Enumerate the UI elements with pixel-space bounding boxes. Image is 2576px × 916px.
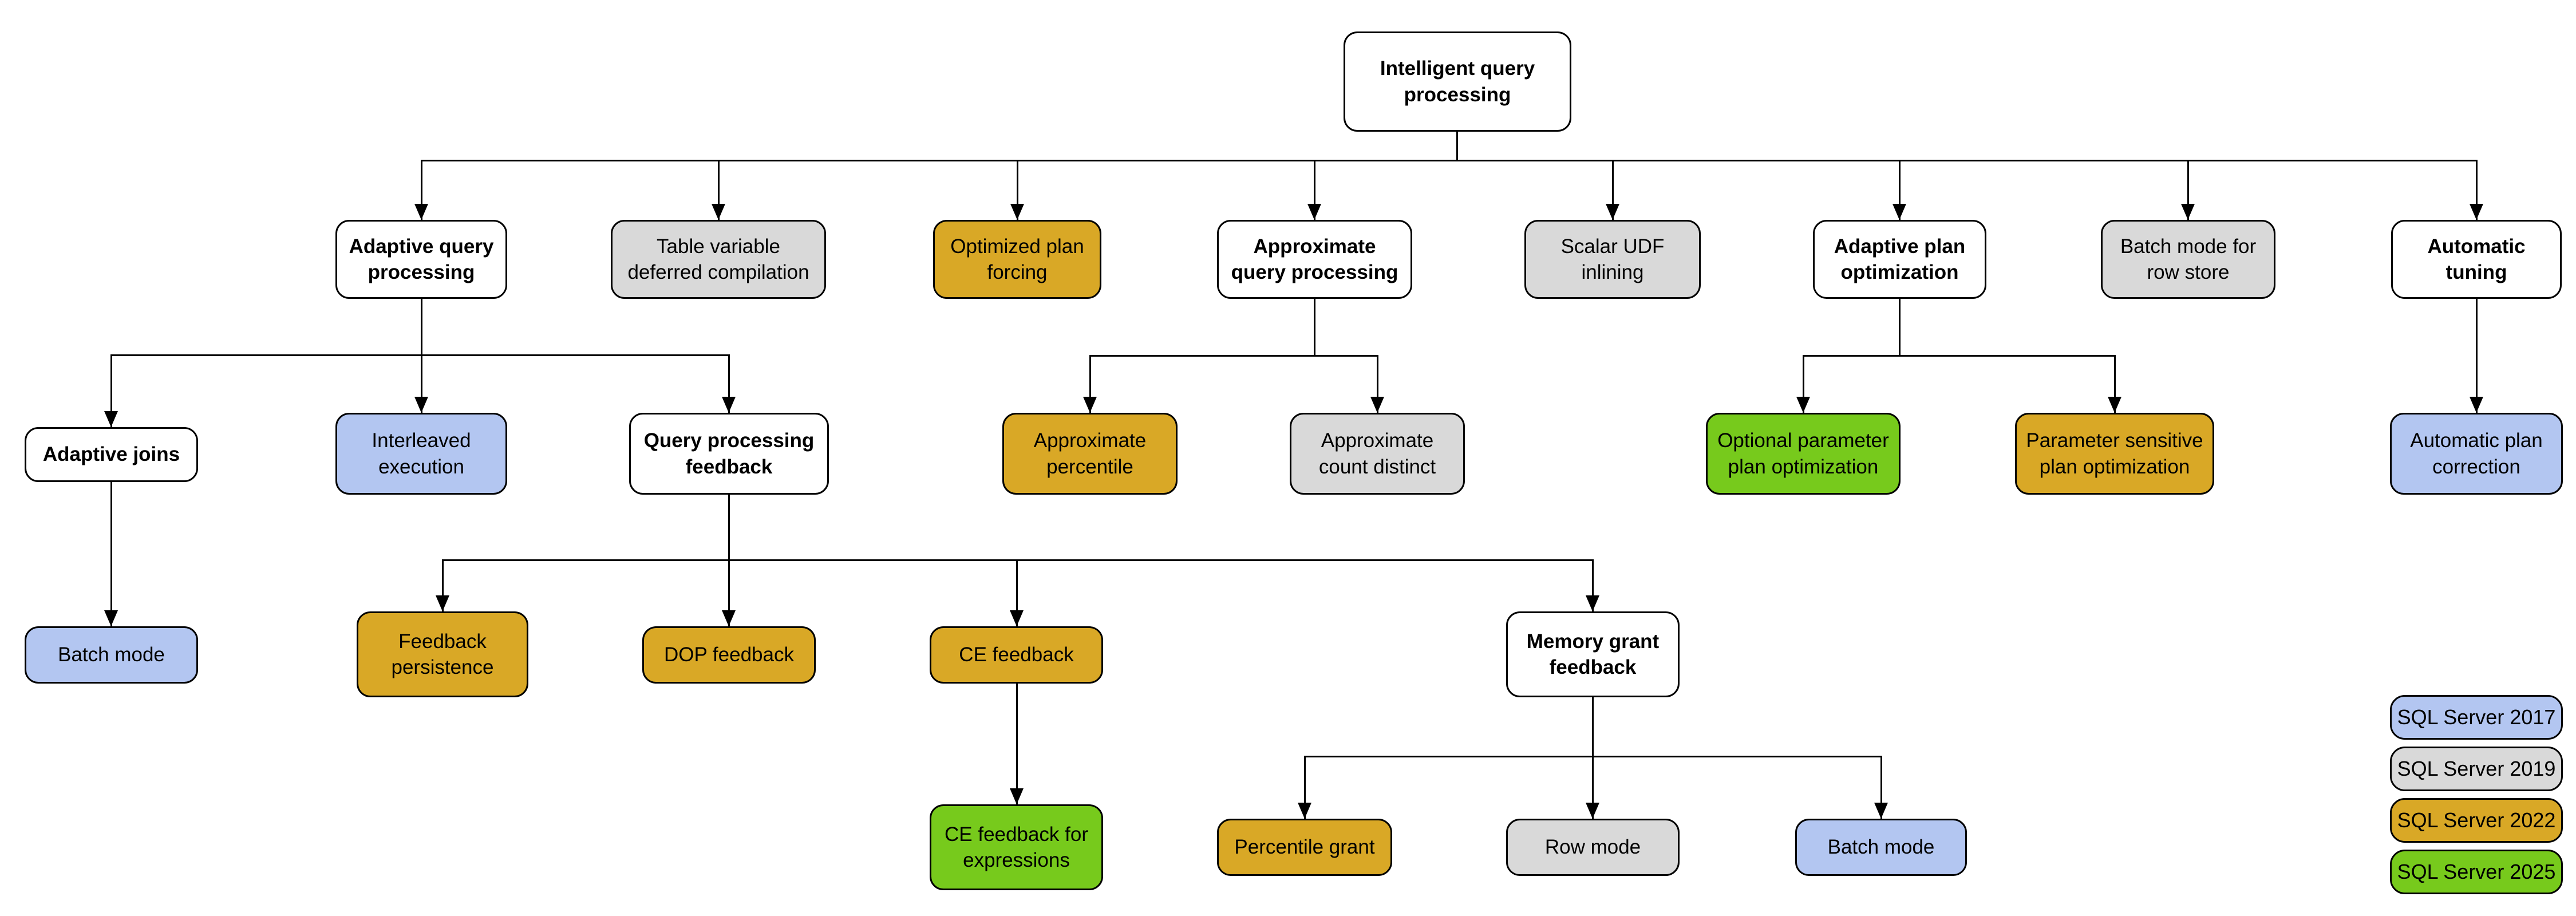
connector-line bbox=[1313, 299, 1315, 356]
node-automatic-plan-correction: Automatic plan correction bbox=[2390, 413, 2563, 495]
connector-line bbox=[728, 495, 730, 560]
node-adaptive-joins: Adaptive joins bbox=[25, 427, 198, 482]
node-parameter-sensitive-plan-optimization: Parameter sensitive plan optimization bbox=[2015, 413, 2214, 495]
legend-item-v2022: SQL Server 2022 bbox=[2390, 798, 2563, 843]
legend-item-v2019: SQL Server 2019 bbox=[2390, 747, 2563, 791]
arrowhead-down-icon bbox=[1010, 204, 1024, 220]
node-optimized-plan-forcing: Optimized plan forcing bbox=[933, 220, 1101, 299]
connector-line bbox=[1376, 356, 1378, 413]
arrowhead-down-icon bbox=[1370, 397, 1384, 413]
connector-line bbox=[420, 299, 422, 355]
node-row-mode: Row mode bbox=[1506, 819, 1680, 876]
connector-line bbox=[728, 560, 730, 626]
connector-line bbox=[1089, 354, 1378, 357]
arrowhead-down-icon bbox=[2470, 397, 2483, 413]
arrowhead-down-icon bbox=[2108, 397, 2121, 413]
connector-line bbox=[420, 159, 2478, 161]
connector-line bbox=[1898, 299, 1901, 356]
connector-line bbox=[717, 160, 720, 220]
arrowhead-down-icon bbox=[722, 610, 736, 626]
connector-line bbox=[1591, 560, 1594, 611]
connector-line bbox=[1591, 697, 1594, 756]
node-approximate-query-processing: Approximate query processing bbox=[1217, 220, 1412, 299]
arrowhead-down-icon bbox=[436, 595, 449, 611]
node-optional-parameter-plan-optimization: Optional parameter plan optimization bbox=[1706, 413, 1901, 495]
connector-line bbox=[420, 355, 422, 413]
arrowhead-down-icon bbox=[1586, 595, 1599, 611]
legend-item-v2017: SQL Server 2017 bbox=[2390, 695, 2563, 740]
node-automatic-tuning: Automatic tuning bbox=[2391, 220, 2562, 299]
connector-line bbox=[110, 354, 730, 356]
connector-line bbox=[2475, 160, 2478, 220]
connector-line bbox=[2187, 160, 2189, 220]
node-batch-mode-adaptive-joins: Batch mode bbox=[25, 626, 198, 684]
arrowhead-down-icon bbox=[712, 204, 725, 220]
connector-line bbox=[420, 160, 422, 220]
connector-line bbox=[1802, 356, 1804, 413]
node-adaptive-plan-optimization: Adaptive plan optimization bbox=[1813, 220, 1986, 299]
arrowhead-down-icon bbox=[1010, 788, 1024, 804]
connector-line bbox=[1313, 160, 1315, 220]
arrowhead-down-icon bbox=[1796, 397, 1810, 413]
connector-line bbox=[2475, 299, 2478, 413]
node-feedback-persistence: Feedback persistence bbox=[357, 611, 528, 697]
node-adaptive-query-processing: Adaptive query processing bbox=[335, 220, 507, 299]
connector-line bbox=[110, 482, 112, 626]
connector-line bbox=[441, 559, 1594, 561]
node-table-variable-deferred-compilation: Table variable deferred compilation bbox=[611, 220, 826, 299]
arrowhead-down-icon bbox=[2181, 204, 2195, 220]
connector-line bbox=[1016, 160, 1018, 220]
connector-line bbox=[1016, 560, 1018, 626]
arrowhead-down-icon bbox=[1606, 204, 1619, 220]
connector-line bbox=[1303, 756, 1306, 819]
arrowhead-down-icon bbox=[1307, 204, 1321, 220]
arrowhead-down-icon bbox=[1298, 803, 1311, 819]
arrowhead-down-icon bbox=[104, 610, 118, 626]
connector-line bbox=[1611, 160, 1614, 220]
node-batch-mode-memory-grant: Batch mode bbox=[1795, 819, 1967, 876]
legend-item-v2025: SQL Server 2025 bbox=[2390, 850, 2563, 894]
connector-line bbox=[1456, 132, 1458, 160]
connector-line bbox=[1016, 684, 1018, 804]
node-intelligent-query-processing: Intelligent query processing bbox=[1344, 31, 1571, 132]
node-ce-feedback: CE feedback bbox=[930, 626, 1103, 684]
connector-line bbox=[2113, 356, 2116, 413]
connector-line bbox=[1802, 354, 2116, 357]
arrowhead-down-icon bbox=[414, 204, 428, 220]
node-dop-feedback: DOP feedback bbox=[642, 626, 816, 684]
arrowhead-down-icon bbox=[414, 397, 428, 413]
arrowhead-down-icon bbox=[722, 397, 736, 413]
node-percentile-grant: Percentile grant bbox=[1217, 819, 1392, 876]
node-approximate-percentile: Approximate percentile bbox=[1002, 413, 1178, 495]
node-memory-grant-feedback: Memory grant feedback bbox=[1506, 611, 1680, 697]
arrowhead-down-icon bbox=[1586, 803, 1599, 819]
arrowhead-down-icon bbox=[1893, 204, 1906, 220]
connector-line bbox=[441, 560, 444, 611]
arrowhead-down-icon bbox=[1874, 803, 1888, 819]
connector-line bbox=[728, 355, 730, 413]
arrowhead-down-icon bbox=[104, 411, 118, 427]
node-query-processing-feedback: Query processing feedback bbox=[629, 413, 829, 495]
connector-line bbox=[1089, 356, 1091, 413]
connector-line bbox=[1591, 756, 1594, 819]
node-batch-mode-for-row-store: Batch mode for row store bbox=[2101, 220, 2275, 299]
node-approximate-count-distinct: Approximate count distinct bbox=[1290, 413, 1465, 495]
node-scalar-udf-inlining: Scalar UDF inlining bbox=[1524, 220, 1701, 299]
node-ce-feedback-for-expressions: CE feedback for expressions bbox=[930, 804, 1103, 890]
node-interleaved-execution: Interleaved execution bbox=[335, 413, 507, 495]
arrowhead-down-icon bbox=[2470, 204, 2483, 220]
arrowhead-down-icon bbox=[1010, 610, 1024, 626]
arrowhead-down-icon bbox=[1083, 397, 1097, 413]
connector-line bbox=[1898, 160, 1901, 220]
connector-line bbox=[1880, 756, 1882, 819]
connector-line bbox=[110, 355, 112, 427]
